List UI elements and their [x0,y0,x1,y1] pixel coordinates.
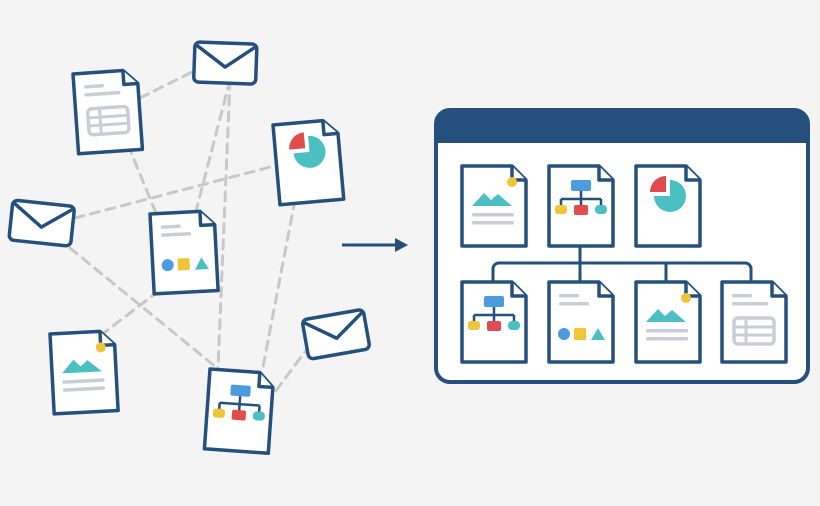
shapes-document-icon [148,208,220,296]
envelope-icon [191,40,259,86]
envelope-icon [300,307,372,362]
window-flowchart-document-icon [547,164,615,248]
window-image-document-icon [634,280,702,364]
window-spreadsheet-document-icon [720,280,788,364]
organized-window [434,108,810,384]
right-arrow-icon [342,238,408,252]
window-pie-chart-document-icon [634,164,702,248]
pie-chart-document-icon [271,117,346,207]
scattered-documents [7,40,372,456]
window-flowchart-document-icon [460,280,528,364]
spreadsheet-document-icon [71,67,145,156]
window-image-document-icon [460,164,528,248]
window-shapes-document-icon [547,280,615,364]
envelope-icon [7,198,77,249]
image-document-icon [48,328,120,416]
window-header [436,110,808,143]
flowchart-document-icon [202,367,276,456]
